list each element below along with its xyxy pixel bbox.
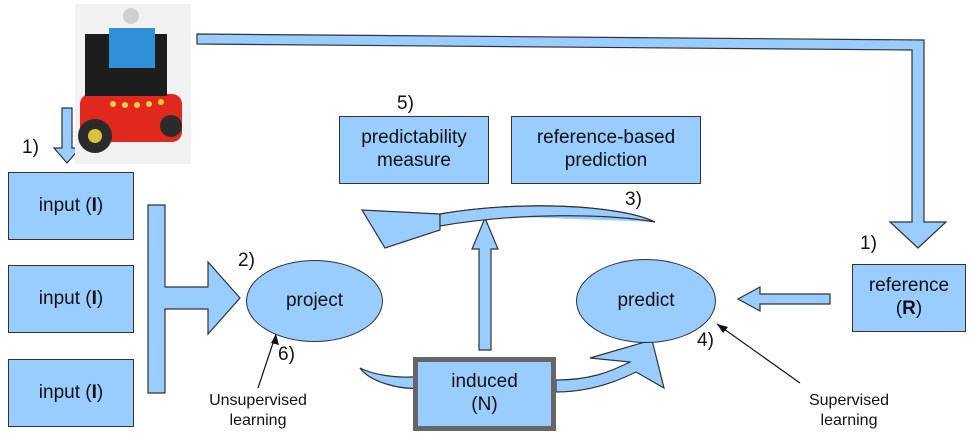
top-curved-band	[439, 205, 656, 227]
predict-node: predict	[576, 259, 716, 343]
reference-prediction-line1: reference-based	[536, 127, 676, 149]
unsupervised-pointer-head	[271, 334, 279, 345]
inputs-to-project-arrow	[147, 204, 241, 394]
input-box: input (I)	[8, 172, 134, 240]
step-3-label: 3)	[625, 189, 642, 210]
predictability-line1: predictability	[361, 127, 467, 149]
input-label-close: )	[96, 194, 104, 216]
reference-open: (	[895, 298, 903, 319]
induced-line2: (N)	[471, 394, 498, 415]
input-label-close: )	[96, 381, 104, 403]
supervised-line1: Supervised	[808, 392, 890, 409]
step-6-label: 6)	[278, 344, 295, 365]
unsupervised-line1: Unsupervised	[209, 392, 307, 409]
step-1-right-label: 1)	[860, 233, 877, 254]
supervised-line2: learning	[820, 412, 878, 429]
bottom-curved-arrow	[555, 339, 665, 393]
input-label: input (	[38, 381, 92, 403]
input-symbol: I	[91, 194, 97, 216]
reference-line1: reference	[868, 275, 950, 297]
predictability-measure-box: predictability measure	[339, 116, 489, 184]
project-label: project	[285, 290, 344, 311]
input-label: input (	[38, 287, 92, 309]
unsupervised-learning-note: Unsupervised learning	[198, 391, 318, 431]
induced-box: induced (N)	[413, 357, 556, 431]
reference-to-predict-arrow	[736, 285, 831, 313]
step-1-left-label: 1)	[22, 137, 39, 158]
bottom-curved-band	[359, 367, 421, 389]
unsupervised-line2: learning	[229, 412, 287, 429]
input-label-close: )	[96, 287, 104, 309]
induced-up-arrow	[471, 216, 499, 351]
reference-prediction-box: reference-based prediction	[511, 116, 701, 184]
reference-close: )	[915, 298, 923, 319]
robot-to-input-arrow	[52, 107, 82, 164]
step-2-label: 2)	[238, 250, 255, 271]
robot-image	[75, 4, 191, 164]
reference-symbol: R	[902, 298, 916, 319]
induced-line1: induced	[451, 371, 518, 393]
supervised-pointer	[716, 323, 801, 384]
input-label: input (	[38, 194, 92, 216]
supervised-learning-note: Supervised learning	[790, 391, 908, 431]
project-node: project	[246, 260, 383, 342]
input-symbol: I	[91, 287, 97, 309]
input-box: input (I)	[8, 265, 134, 333]
step-5-label: 5)	[397, 93, 414, 114]
step-4-label: 4)	[697, 330, 714, 351]
reference-box: reference (R)	[852, 264, 966, 332]
robot-to-reference-arrow	[196, 33, 948, 249]
supervised-pointer-head	[717, 324, 728, 333]
predict-label: predict	[617, 290, 675, 311]
predictability-line2: measure	[377, 150, 451, 171]
reference-prediction-line2: prediction	[564, 150, 648, 171]
input-box: input (I)	[8, 359, 134, 427]
input-symbol: I	[91, 381, 97, 403]
